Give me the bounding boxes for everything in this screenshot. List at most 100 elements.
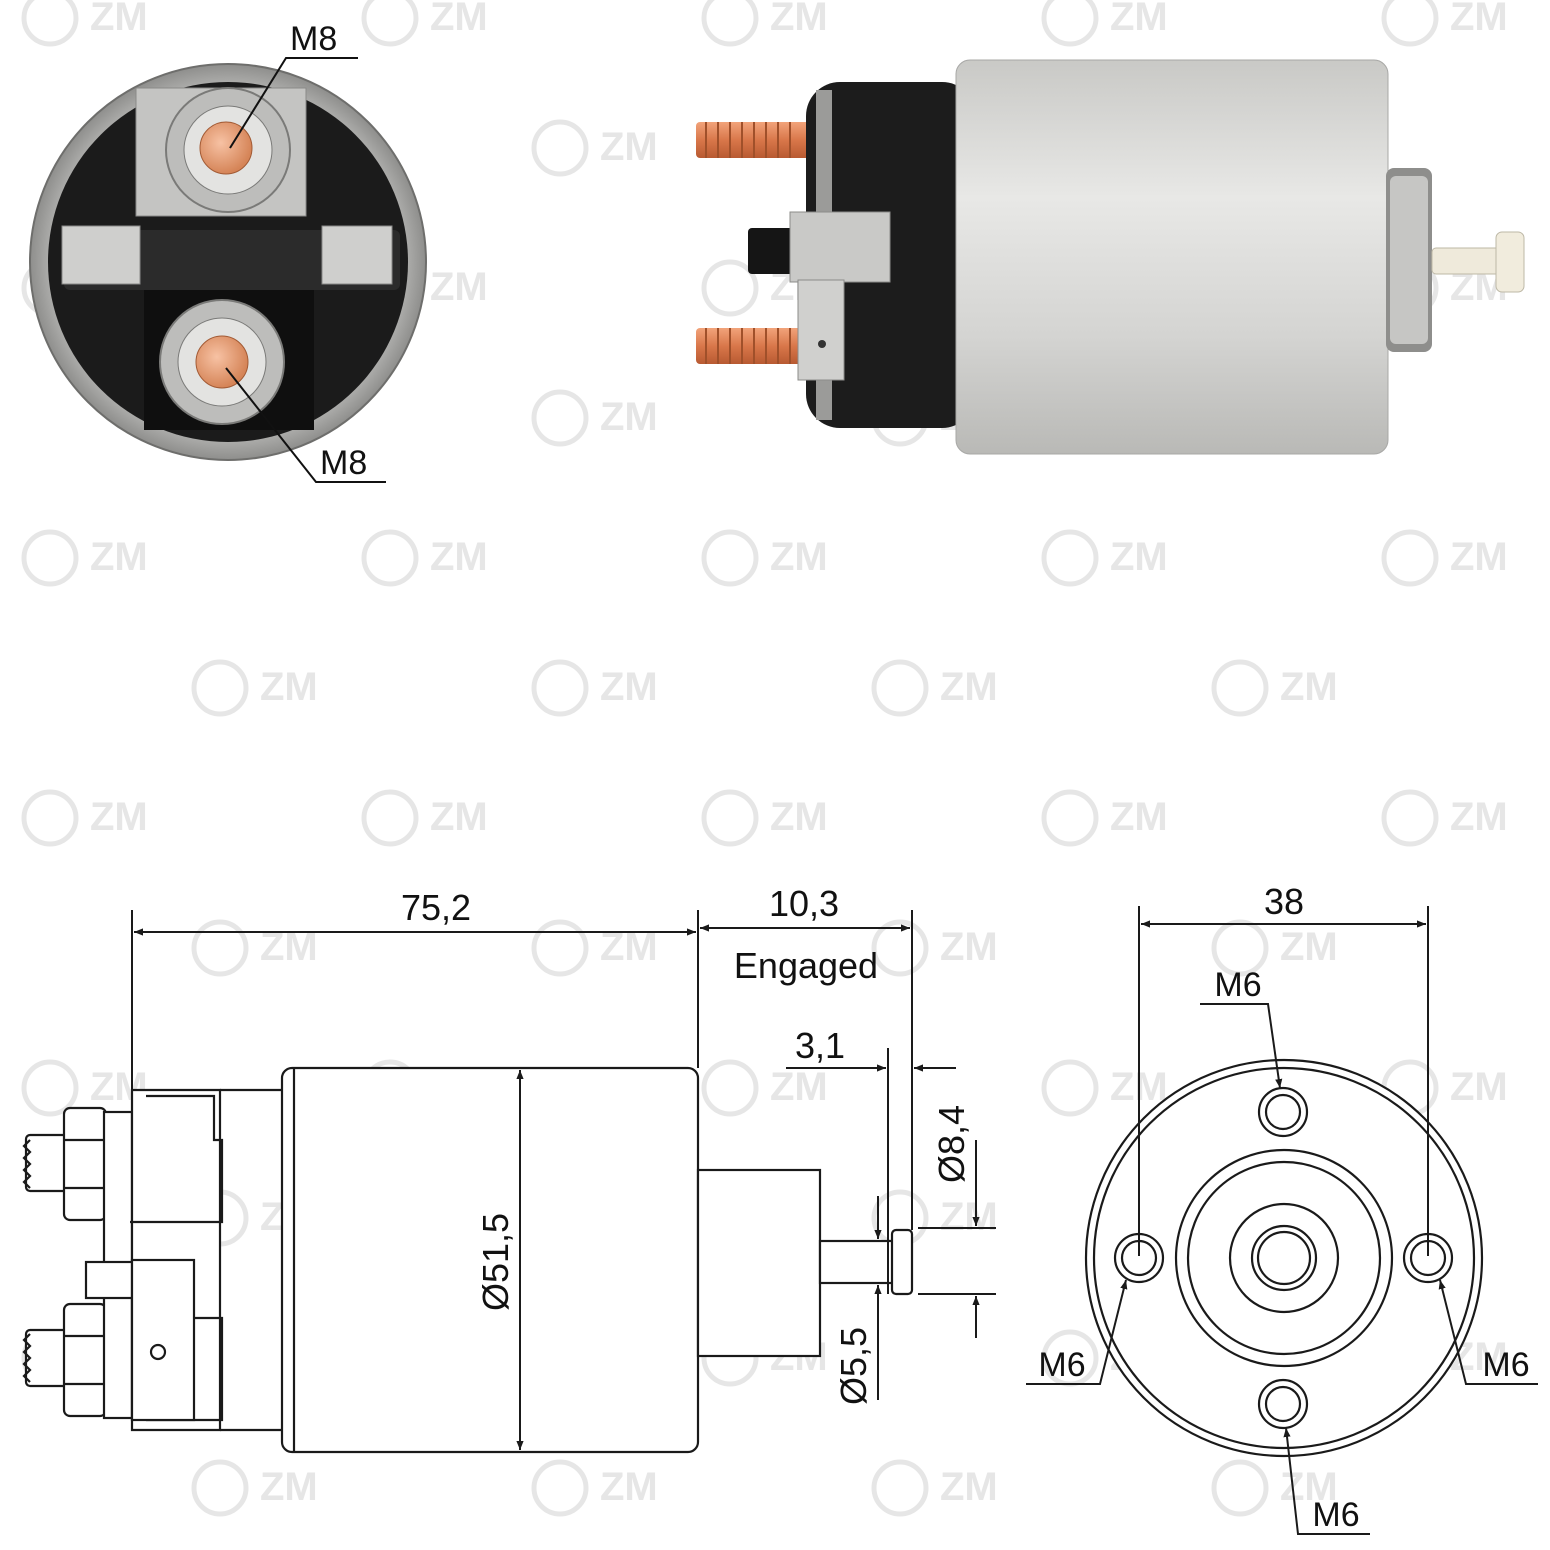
- photo-end-view: M8 M8: [29, 20, 427, 483]
- watermark-zm-logo-icon: ZM: [701, 0, 828, 47]
- svg-text:ZM: ZM: [430, 795, 488, 839]
- label-hole-right: M6: [1482, 1346, 1529, 1384]
- svg-text:ZM: ZM: [1280, 1465, 1338, 1509]
- side-housing: [955, 59, 1389, 455]
- svg-text:ZM: ZM: [1450, 535, 1508, 579]
- dim-stroke: 10,3: [769, 883, 839, 924]
- watermark-zm-logo-icon: ZM: [531, 919, 658, 977]
- side-cap: [806, 82, 976, 428]
- drawing-front-view: [1084, 1058, 1484, 1458]
- watermark-zm-logo-icon: ZM: [701, 529, 828, 587]
- svg-text:ZM: ZM: [1280, 925, 1338, 969]
- side-stud-bottom: [696, 328, 816, 364]
- watermark-zm-logo-icon: ZM: [531, 389, 658, 447]
- side-terminal-tab: [789, 211, 891, 283]
- watermark-zm-logo-icon: ZM: [21, 1059, 148, 1117]
- end-view-strap-left: [61, 225, 141, 285]
- watermark-zm-logo-icon: ZM: [1381, 789, 1508, 847]
- watermark-zm-logo-icon: ZM: [701, 789, 828, 847]
- watermark-zm-logo-icon: ZM: [1211, 659, 1338, 717]
- callout-top-stud: M8: [290, 20, 337, 58]
- svg-text:ZM: ZM: [1450, 795, 1508, 839]
- svg-text:ZM: ZM: [260, 665, 318, 709]
- dim-stroke-state: Engaged: [734, 945, 878, 986]
- watermark-zm-logo-icon: ZM: [531, 1459, 658, 1517]
- svg-text:ZM: ZM: [1280, 665, 1338, 709]
- photo-side-view: [696, 59, 1525, 455]
- svg-text:ZM: ZM: [600, 665, 658, 709]
- hole-top: [1257, 1086, 1309, 1138]
- side-terminal-blade: [797, 279, 845, 381]
- watermark-zm-logo-icon: ZM: [1211, 1459, 1338, 1517]
- svg-text:ZM: ZM: [600, 1465, 658, 1509]
- watermark-zm-logo-icon: ZM: [701, 1059, 828, 1117]
- watermark-zm-logo-icon: ZM: [21, 0, 148, 47]
- watermark-zm-logo-icon: ZM: [361, 529, 488, 587]
- watermark-zm-logo-icon: ZM: [191, 659, 318, 717]
- svg-text:ZM: ZM: [1110, 535, 1168, 579]
- drawing-side-view: [22, 1066, 914, 1454]
- side-stud-top: [696, 122, 816, 158]
- watermark-zm-logo-icon: ZM: [21, 789, 148, 847]
- dimensions-front-view: [1026, 906, 1538, 1535]
- svg-text:ZM: ZM: [1110, 795, 1168, 839]
- watermark-zm-logo-icon: ZM: [1041, 0, 1168, 47]
- side-plunger: [1431, 247, 1501, 275]
- svg-text:ZM: ZM: [1450, 1065, 1508, 1109]
- dim-plunger-diameter: Ø5,5: [833, 1327, 874, 1405]
- svg-text:ZM: ZM: [430, 265, 488, 309]
- svg-text:ZM: ZM: [90, 535, 148, 579]
- watermark-zm-logo-icon: ZM: [191, 919, 318, 977]
- watermark-zm-logo-icon: ZM: [1381, 0, 1508, 47]
- dim-body-diameter: Ø51,5: [475, 1213, 516, 1311]
- svg-text:ZM: ZM: [770, 0, 828, 39]
- top-stud-copper: [199, 121, 253, 175]
- svg-text:ZM: ZM: [90, 0, 148, 39]
- label-hole-bottom: M6: [1312, 1496, 1359, 1534]
- svg-text:ZM: ZM: [90, 795, 148, 839]
- dim-length: 75,2: [401, 887, 471, 928]
- watermark-zm-logo-icon: ZM: [1041, 789, 1168, 847]
- svg-text:ZM: ZM: [770, 1065, 828, 1109]
- svg-text:ZM: ZM: [1450, 0, 1508, 39]
- callout-line-bottom: [225, 367, 386, 483]
- end-view-strap-right: [321, 225, 393, 285]
- watermark-zm-logo-icon: ZM: [1211, 919, 1338, 977]
- watermark-zm-logo-icon: ZM: [1381, 529, 1508, 587]
- watermark-zm-logo-icon: ZM: [531, 119, 658, 177]
- svg-text:ZM: ZM: [430, 535, 488, 579]
- svg-text:ZM: ZM: [940, 1465, 998, 1509]
- svg-text:ZM: ZM: [260, 1465, 318, 1509]
- svg-text:ZM: ZM: [1110, 0, 1168, 39]
- dim-plunger-gap: 3,1: [795, 1025, 845, 1066]
- label-hole-top: M6: [1214, 966, 1261, 1004]
- bottom-stud-copper: [195, 335, 249, 389]
- svg-text:ZM: ZM: [940, 925, 998, 969]
- watermark-zm-logo-icon: ZM: [871, 919, 998, 977]
- callout-line-top: [229, 57, 358, 149]
- watermark-zm-logo-icon: ZM: [1041, 529, 1168, 587]
- watermark-zm-logo-icon: ZM: [871, 1459, 998, 1517]
- watermark-zm-logo-icon: ZM: [361, 0, 488, 47]
- dimensions-side-view: [131, 910, 996, 1450]
- watermark-zm-logo-icon: ZM: [871, 659, 998, 717]
- callout-bottom-stud: M8: [320, 444, 367, 482]
- dim-plunger-head-diameter: Ø8,4: [931, 1105, 972, 1183]
- dim-hole-spacing: 38: [1264, 881, 1304, 922]
- side-plug-key: [748, 228, 794, 274]
- watermark-zm-logo-icon: ZM: [531, 659, 658, 717]
- hole-bottom: [1257, 1378, 1309, 1430]
- svg-text:ZM: ZM: [770, 795, 828, 839]
- svg-text:ZM: ZM: [600, 395, 658, 439]
- watermark-zm-logo-icon: ZM: [1041, 1059, 1168, 1117]
- watermark-zm-logo-icon: ZM: [21, 529, 148, 587]
- label-hole-left: M6: [1038, 1346, 1085, 1384]
- end-view-terminal-block: [64, 230, 400, 290]
- svg-text:ZM: ZM: [940, 1195, 998, 1239]
- svg-text:ZM: ZM: [430, 0, 488, 39]
- svg-text:ZM: ZM: [940, 665, 998, 709]
- svg-text:ZM: ZM: [770, 535, 828, 579]
- side-plunger-head: [1495, 231, 1525, 293]
- watermark-zm-logo-icon: ZM: [191, 1459, 318, 1517]
